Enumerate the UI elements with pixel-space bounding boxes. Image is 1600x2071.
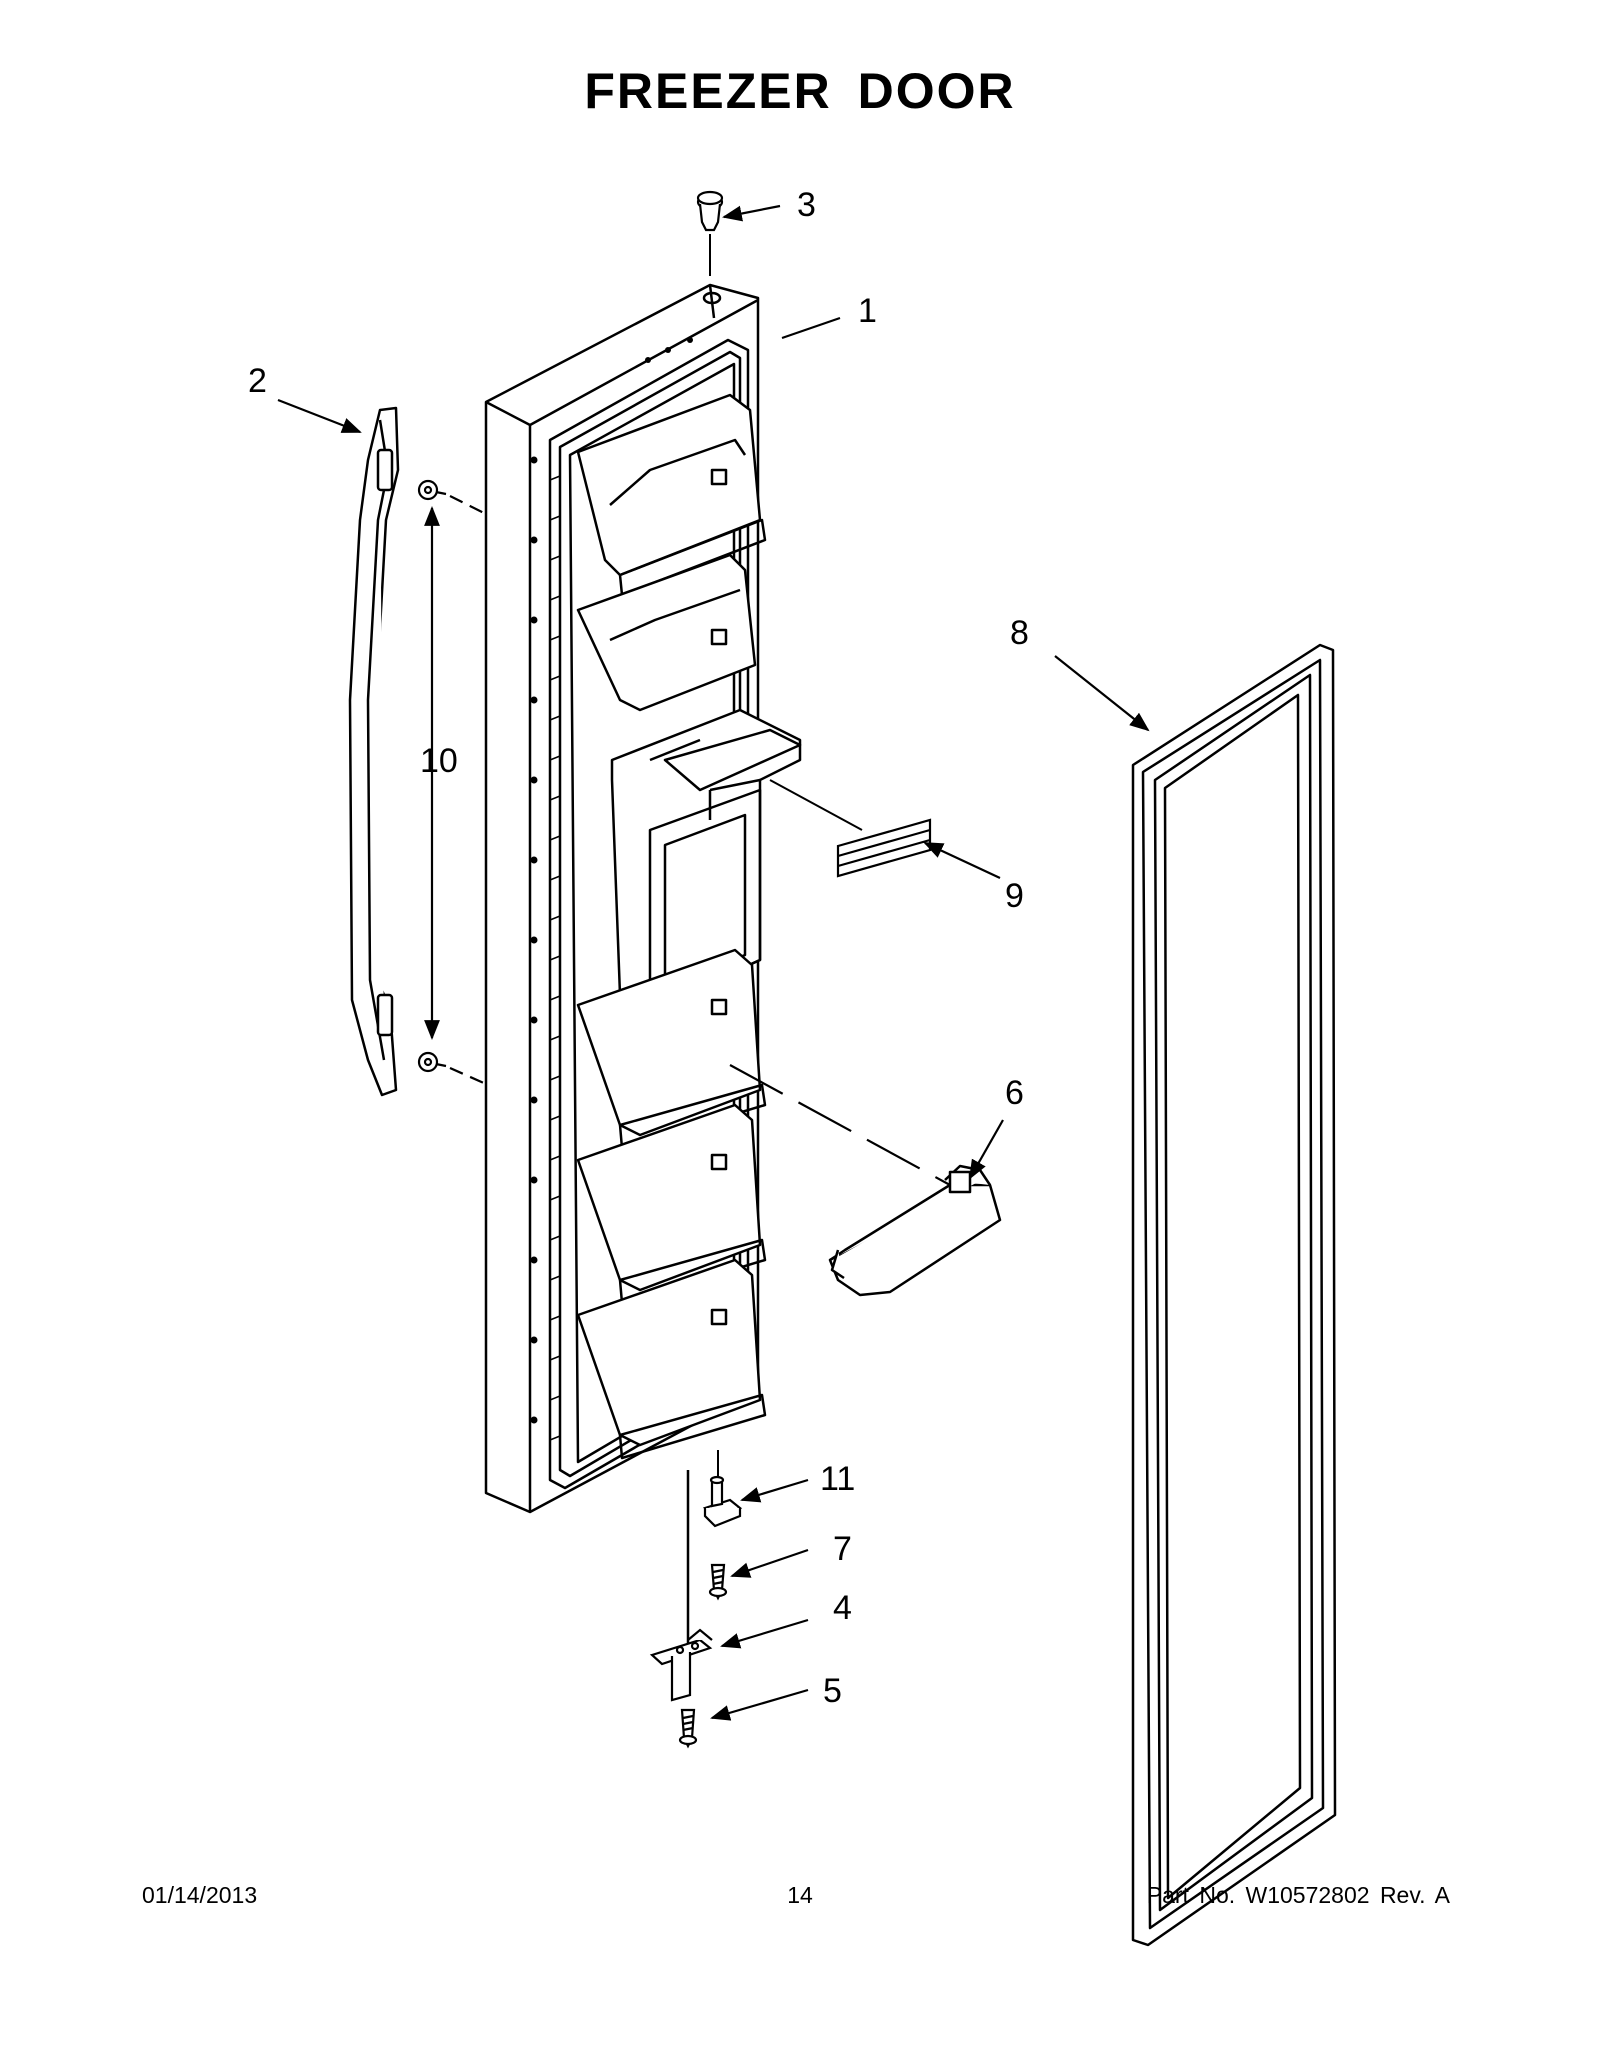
- hinge-screw-part: [708, 1563, 728, 1601]
- handle-stud-part: [417, 479, 447, 1073]
- hinge-pin-part: [702, 1475, 743, 1528]
- hinge-bracket-part: [649, 1628, 713, 1702]
- bin-leader-line: [729, 1064, 951, 1186]
- page-title: FREEZER DOOR: [584, 63, 1016, 119]
- callout-9: 9: [1005, 877, 1024, 915]
- callout-7: 7: [833, 1530, 852, 1568]
- callout-8: 8: [1010, 614, 1029, 652]
- callout-2: 2: [248, 362, 267, 400]
- bracket-screw-part: [678, 1708, 698, 1749]
- callout-arrows: [277, 204, 1150, 1721]
- callout-6: 6: [1005, 1074, 1024, 1112]
- callout-1: 1: [858, 292, 877, 330]
- hinge-bushing-part: [696, 190, 724, 232]
- footer-part-number: Part No. W10572802 Rev. A: [1146, 1882, 1450, 1908]
- callout-11: 11: [820, 1460, 855, 1498]
- callout-4: 4: [833, 1589, 852, 1627]
- door-bin-part: [828, 1164, 1002, 1297]
- footer-date: 01/14/2013: [142, 1882, 258, 1908]
- insert-leader-line: [769, 779, 863, 831]
- footer-page-number: 14: [787, 1882, 813, 1908]
- freezer-door-part: [484, 283, 802, 1514]
- callout-5: 5: [823, 1672, 842, 1710]
- door-gasket-part: [1131, 643, 1337, 1947]
- stud-to-door-line: [449, 495, 487, 1086]
- dispenser-insert-part: [836, 818, 932, 878]
- callout-3: 3: [797, 186, 816, 224]
- callout-10: 10: [420, 742, 458, 780]
- door-handle-part: [348, 406, 400, 1097]
